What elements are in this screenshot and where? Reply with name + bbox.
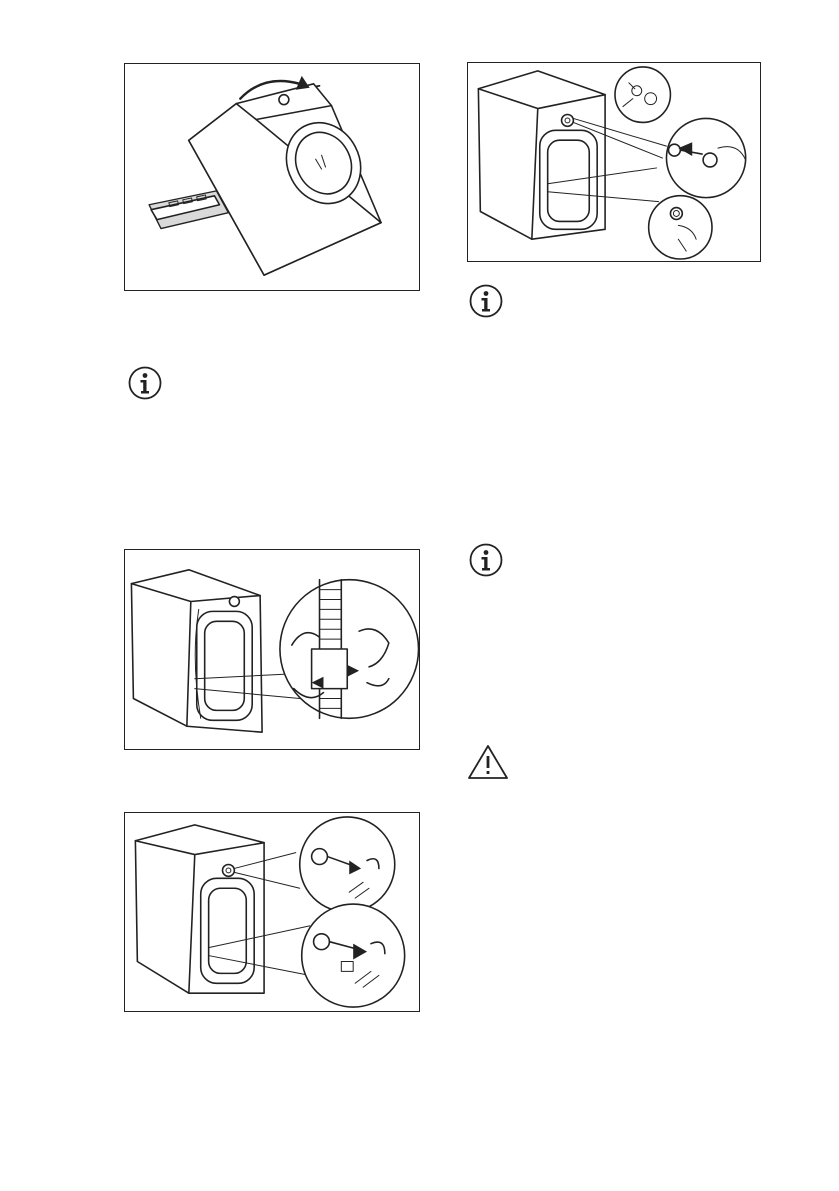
washing-machine-tilted-illustration <box>125 64 419 290</box>
figure-remove-bolts <box>124 812 420 1012</box>
figure-tilt-machine <box>124 63 420 291</box>
figure-remove-hose <box>124 549 420 750</box>
plastic-cap-insertion-illustration <box>468 63 760 261</box>
hose-clip-removal-illustration <box>125 550 419 749</box>
info-icon <box>128 366 162 400</box>
info-icon <box>469 543 503 577</box>
info-icon <box>469 284 503 318</box>
transit-bolt-removal-illustration <box>125 813 419 1011</box>
warning-triangle-icon <box>467 744 509 780</box>
figure-insert-caps <box>467 62 761 262</box>
